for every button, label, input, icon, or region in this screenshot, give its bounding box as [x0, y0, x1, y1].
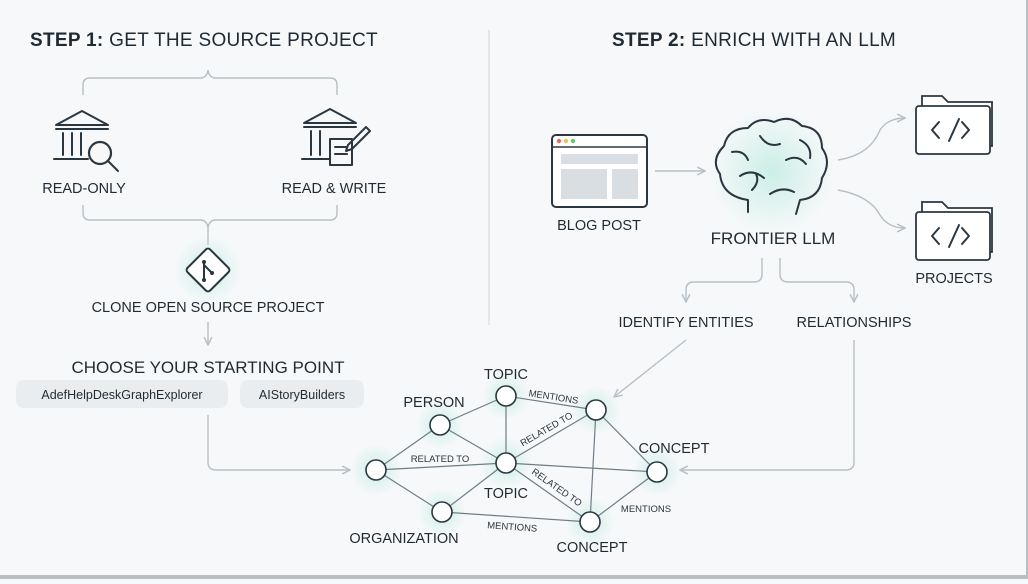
- pill-adefhelpdesk[interactable]: AdefHelpDeskGraphExplorer: [16, 380, 228, 408]
- blog-post-label: BLOG POST: [557, 218, 641, 234]
- graph-node-hub: [585, 399, 607, 421]
- bank-search-icon: [53, 110, 119, 172]
- brain-glow: [710, 110, 834, 234]
- step1-heading: STEP 1: GET THE SOURCE PROJECT: [30, 30, 378, 51]
- pill-to-graph-arrow: [207, 415, 350, 470]
- step2-heading: STEP 2: ENRICH WITH AN LLM: [612, 30, 896, 51]
- graph-node-person: [429, 414, 451, 436]
- browser-window-icon: [551, 134, 648, 208]
- graph-node-root: [365, 459, 387, 481]
- llm-to-relationships-arrow: [779, 258, 854, 302]
- llm-to-project2-arrow: [837, 189, 905, 228]
- graph-node-topic-mid: [495, 452, 517, 474]
- graph-node-topic-top: [495, 385, 517, 407]
- edge-label-related-diag: RELATED TO: [519, 410, 575, 449]
- node-label-topic-mid: TOPIC: [484, 486, 528, 502]
- edge-label-mentions-top: MENTIONS: [528, 388, 579, 407]
- relationships-label: RELATIONSHIPS: [797, 315, 912, 331]
- edge-label-mentions-right: MENTIONS: [621, 504, 671, 515]
- bottom-brace: [82, 205, 338, 229]
- git-icon: [185, 247, 231, 293]
- bank-edit-icon: [301, 108, 371, 166]
- edge-label-related-lower: RELATED TO: [529, 467, 583, 510]
- identify-to-graph-arrow: [614, 339, 687, 397]
- choose-label: CHOOSE YOUR STARTING POINT: [72, 358, 345, 377]
- node-label-concept-right: CONCEPT: [639, 441, 710, 457]
- code-folder-icon-2: [915, 201, 993, 261]
- pill-adefhelpdesk-label: AdefHelpDeskGraphExplorer: [41, 388, 202, 402]
- pill-aistorybuilders[interactable]: AIStoryBuilders: [240, 380, 364, 408]
- clone-label: CLONE OPEN SOURCE PROJECT: [92, 300, 325, 316]
- knowledge-graph: TOPIC PERSON TOPIC CONCEPT ORGANIZATION …: [349, 367, 709, 556]
- graph-node-organization: [431, 501, 453, 523]
- relationships-to-graph-arrow: [680, 340, 855, 470]
- node-label-organization: ORGANIZATION: [349, 531, 458, 547]
- node-label-person: PERSON: [403, 395, 464, 411]
- node-label-concept-bottom: CONCEPT: [557, 540, 628, 556]
- edge-label-mentions-bottom: MENTIONS: [487, 520, 538, 534]
- read-only-label: READ-ONLY: [42, 181, 126, 197]
- graph-node-concept-bottom: [579, 511, 601, 533]
- llm-to-project1-arrow: [837, 118, 905, 161]
- node-label-topic-top: TOPIC: [484, 367, 528, 383]
- code-folder-icon: [915, 95, 993, 155]
- top-brace: [82, 69, 338, 95]
- identify-entities-label: IDENTIFY ENTITIES: [618, 315, 753, 331]
- frontier-llm-label: FRONTIER LLM: [711, 229, 836, 248]
- edge-label-related-mid: RELATED TO: [411, 454, 470, 465]
- graph-node-concept-right: [646, 461, 668, 483]
- pill-aistorybuilders-label: AIStoryBuilders: [259, 388, 345, 402]
- read-write-label: READ & WRITE: [282, 181, 387, 197]
- brain-icon: [714, 117, 828, 215]
- projects-label: PROJECTS: [915, 271, 992, 287]
- llm-to-identify-arrow: [686, 258, 763, 302]
